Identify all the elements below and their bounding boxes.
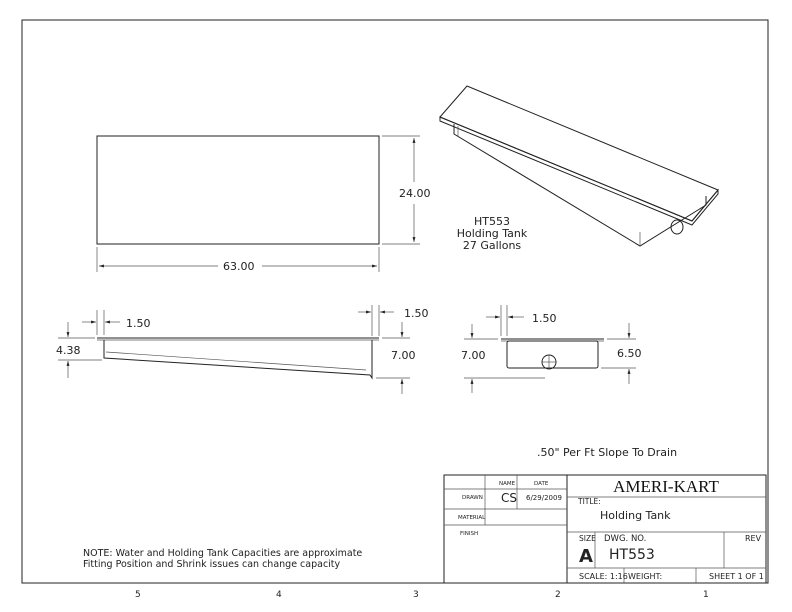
title-label: TITLE: <box>577 497 601 506</box>
dwg-no-label: DWG. NO. <box>604 534 646 544</box>
drawing-title: Holding Tank <box>600 509 671 522</box>
top-view-outline <box>96 135 380 245</box>
zone-2: 2 <box>555 590 561 600</box>
zone-5: 5 <box>135 590 141 600</box>
scale: SCALE: 1:16 <box>579 572 628 581</box>
end-view: 1.50 7.00 6.50 <box>461 305 642 393</box>
zone-3: 3 <box>413 590 419 600</box>
svg-text:Holding Tank: Holding Tank <box>457 227 528 240</box>
dwg-no: HT553 <box>609 547 655 563</box>
drawn-name: CS <box>501 491 517 505</box>
title-block: NAME DATE DRAWN CS 6/29/2009 MATERIAL FI… <box>443 474 767 584</box>
top-view: 24.00 63.00 <box>96 135 431 273</box>
drawn-date: 6/29/2009 <box>526 494 562 502</box>
zone-4: 4 <box>276 590 282 600</box>
drawn-label: DRAWN <box>462 495 483 501</box>
rev-label: REV <box>745 534 762 543</box>
dim-width: 63.00 <box>223 260 255 273</box>
zone-labels: 5 4 3 2 1 <box>135 590 709 600</box>
dim-height: 24.00 <box>399 187 431 200</box>
dim-end-depth: 7.00 <box>461 349 486 362</box>
dim-end-inner-depth: 6.50 <box>617 347 642 360</box>
drain-fitting <box>670 219 684 235</box>
dim-left-inset: 1.50 <box>126 317 151 330</box>
dim-end-inset: 1.50 <box>532 312 557 325</box>
capacity-note-line2: Fitting Position and Shrink issues can c… <box>83 559 341 570</box>
sheet-size: A <box>579 546 593 567</box>
date-header: DATE <box>534 481 549 487</box>
sheet-number: SHEET 1 OF 1 <box>709 572 764 581</box>
capacity-note-line1: NOTE: Water and Holding Tank Capacities … <box>83 548 362 559</box>
sheet-border <box>21 19 769 584</box>
isometric-view <box>439 85 719 247</box>
company-name: AMERI-KART <box>613 477 719 496</box>
dim-right-inset: 1.50 <box>404 307 429 320</box>
material-label: MATERIAL <box>458 515 486 521</box>
size-label: SIZE <box>579 534 596 543</box>
name-header: NAME <box>499 481 516 487</box>
slope-note: .50" Per Ft Slope To Drain <box>537 446 677 459</box>
part-label: HT553 Holding Tank 27 Gallons <box>457 215 528 252</box>
weight: WEIGHT: <box>628 572 662 581</box>
finish-label: FINISH <box>460 531 478 537</box>
zone-1: 1 <box>703 590 709 600</box>
dim-right-depth: 7.00 <box>391 349 416 362</box>
svg-text:27 Gallons: 27 Gallons <box>463 239 522 252</box>
side-view: 1.50 1.50 4.38 7.00 <box>56 305 429 394</box>
dim-left-depth: 4.38 <box>56 344 81 357</box>
svg-text:HT553: HT553 <box>474 215 510 228</box>
